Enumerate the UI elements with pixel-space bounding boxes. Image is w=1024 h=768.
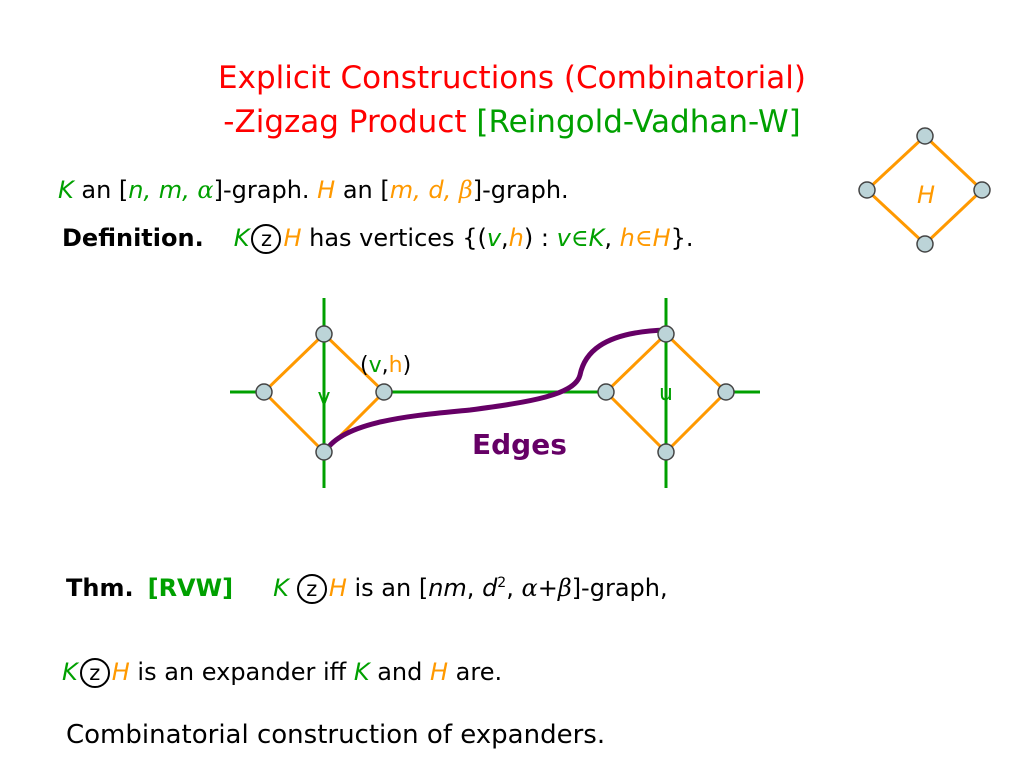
title-line-1: Explicit Constructions (Combinatorial) [218, 60, 806, 96]
paren: ) [403, 353, 412, 378]
cloud-u-vertex [657, 325, 675, 343]
v-label: v [317, 385, 330, 410]
u-label: u [659, 381, 673, 406]
text: is an expander iff [129, 658, 354, 686]
definition-label: Definition. [62, 224, 204, 252]
cloud-u-vertex [597, 383, 615, 401]
h-vertex [916, 235, 934, 253]
text: ]-graph. [213, 176, 318, 204]
v-symbol: v [486, 224, 502, 252]
conclusion-text: Combinatorial construction of expanders. [66, 720, 606, 750]
zigzag-symbol: z [251, 224, 282, 254]
alpha-symbol: α [197, 176, 214, 204]
edges-label: Edges [472, 428, 567, 461]
text: , [466, 574, 483, 602]
text: an [ [73, 176, 129, 204]
h-edge [865, 188, 927, 246]
v-symbol: v [556, 224, 571, 252]
text: , [506, 574, 522, 602]
text: is an [ [346, 574, 429, 602]
h-symbol: H [328, 574, 347, 602]
h-symbol: h [508, 224, 524, 252]
k-symbol: K [233, 224, 250, 252]
graph-params-line: K an [n, m, α]-graph. H an [m, d, β]-gra… [58, 176, 569, 204]
h-params: m, d, [389, 176, 459, 204]
h-symbol: H [283, 224, 302, 252]
zigzag-diagram: v u (v,h) Edges [230, 298, 760, 488]
text: has vertices {( [301, 224, 487, 252]
text: , [604, 224, 620, 252]
vertex-pair-label: (v,h) [360, 353, 411, 378]
k-symbol: K [588, 224, 605, 252]
text: ]-graph. [472, 176, 569, 204]
cloud-v-vertex [315, 325, 333, 343]
h-vertex [858, 181, 876, 199]
element-of-symbol: ∈ [570, 224, 589, 252]
element-of-symbol: ∈ [634, 224, 653, 252]
text: , [501, 224, 509, 252]
text: }. [670, 224, 694, 252]
k-symbol: K [58, 176, 74, 204]
small-h-label: H [917, 181, 935, 209]
text: and [369, 658, 430, 686]
plus: + [537, 574, 558, 602]
zigzag-symbol: z [296, 574, 327, 604]
comma: , [382, 353, 389, 378]
h-symbol: h [619, 224, 635, 252]
h-vertex [916, 127, 934, 145]
v-symbol: v [369, 353, 382, 378]
cloud-v-vertex [255, 383, 273, 401]
theorem-citation: [RVW] [147, 574, 234, 602]
cloud-v-vertex [375, 383, 393, 401]
zigzag-symbol: z [79, 658, 110, 688]
exponent: 2 [497, 575, 507, 591]
title-main: -Zigzag Product [223, 104, 477, 140]
k-symbol: K [273, 574, 289, 602]
k-symbol: K [353, 658, 370, 686]
h-symbol: H [317, 176, 336, 204]
nm-symbol: nm [428, 574, 467, 602]
title-citation: [Reingold-Vadhan-W] [476, 104, 801, 140]
h-edge [865, 134, 927, 192]
h-vertex [973, 181, 991, 199]
zigzag-edge [321, 327, 667, 456]
h-symbol: h [389, 353, 403, 378]
k-symbol: K [62, 658, 78, 686]
text: an [ [335, 176, 390, 204]
h-edge [923, 188, 984, 246]
theorem-label: Thm. [66, 574, 134, 602]
cloud-u-vertex [657, 443, 675, 461]
beta-symbol: β [557, 574, 572, 602]
text: ]-graph, [571, 574, 668, 602]
h-symbol: H [111, 658, 130, 686]
alpha-symbol: α [521, 574, 538, 602]
d-symbol: d [482, 574, 498, 602]
k-params: n, m, [128, 176, 198, 204]
text: ) : [523, 224, 557, 252]
beta-symbol: β [458, 176, 473, 204]
small-h-graph: H [858, 127, 991, 253]
cloud-u-vertex [717, 383, 735, 401]
cloud-v-vertex [315, 443, 333, 461]
text: are. [448, 658, 503, 686]
h-symbol: H [429, 658, 449, 686]
h-edge [923, 134, 984, 192]
paren: ( [360, 353, 369, 378]
h-symbol: H [652, 224, 671, 252]
title-line-2: -Zigzag Product [Reingold-Vadhan-W] [0, 104, 1024, 140]
